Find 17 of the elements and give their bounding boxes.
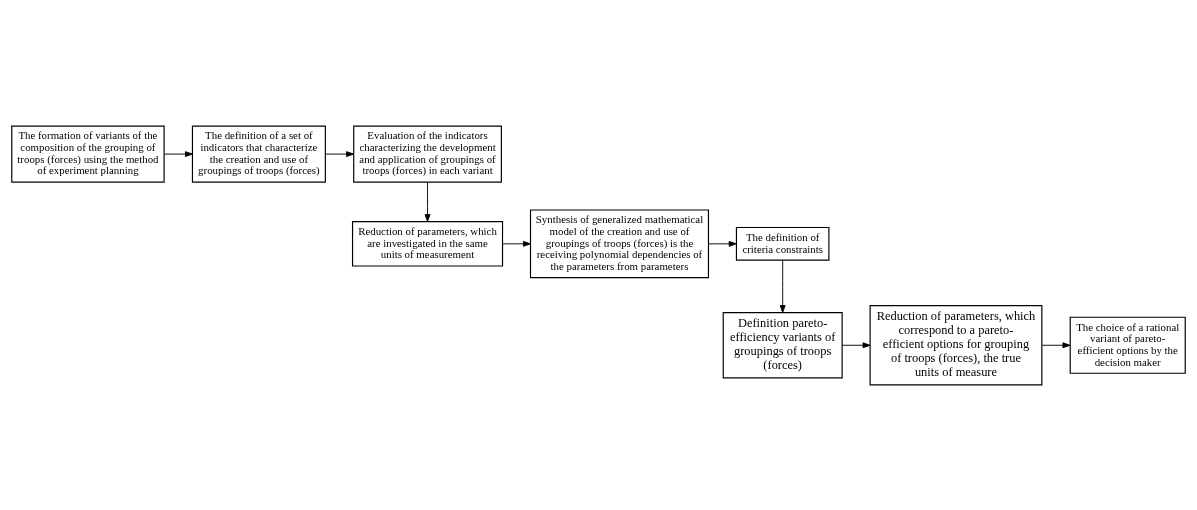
node-box: Reduction of parameters, which correspond to a pareto-efficient options for grouping of troops (forces), the true units of measure [869,304,1043,385]
node-box: The choice of a rational variant of pareto-efficient options by the decision maker [1069,316,1186,374]
arrow [779,259,786,313]
node-box: The definition of criteria constraints [735,226,830,261]
node-box: Synthesis of generalized mathematical model of the creation and use of groupings of troops (forces) is the receiving polynomial dependencies of the parameters from parameters [529,208,710,278]
node-box: Evaluation of the indicators characterizing the development and application of groupings of troops (forces) in each variant [353,125,502,183]
arrow [841,341,871,348]
node-box: Definition pareto-efficiency variants of groupings of troops (forces) [722,311,843,378]
node-box: The formation of variants of the composition of the grouping of troops (forces) using the method of experiment planning [11,125,165,183]
arrow [424,181,431,222]
arrow [1041,341,1071,348]
arrow [163,150,193,157]
node-box: Reduction of parameters, which are investigated in the same units of measurement [351,220,504,267]
arrow [324,150,354,157]
arrow [502,240,531,247]
node-box: The definition of a set of indicators that characterize the creation and use of groupings of troops (forces) [191,125,326,183]
arrow [708,240,737,247]
